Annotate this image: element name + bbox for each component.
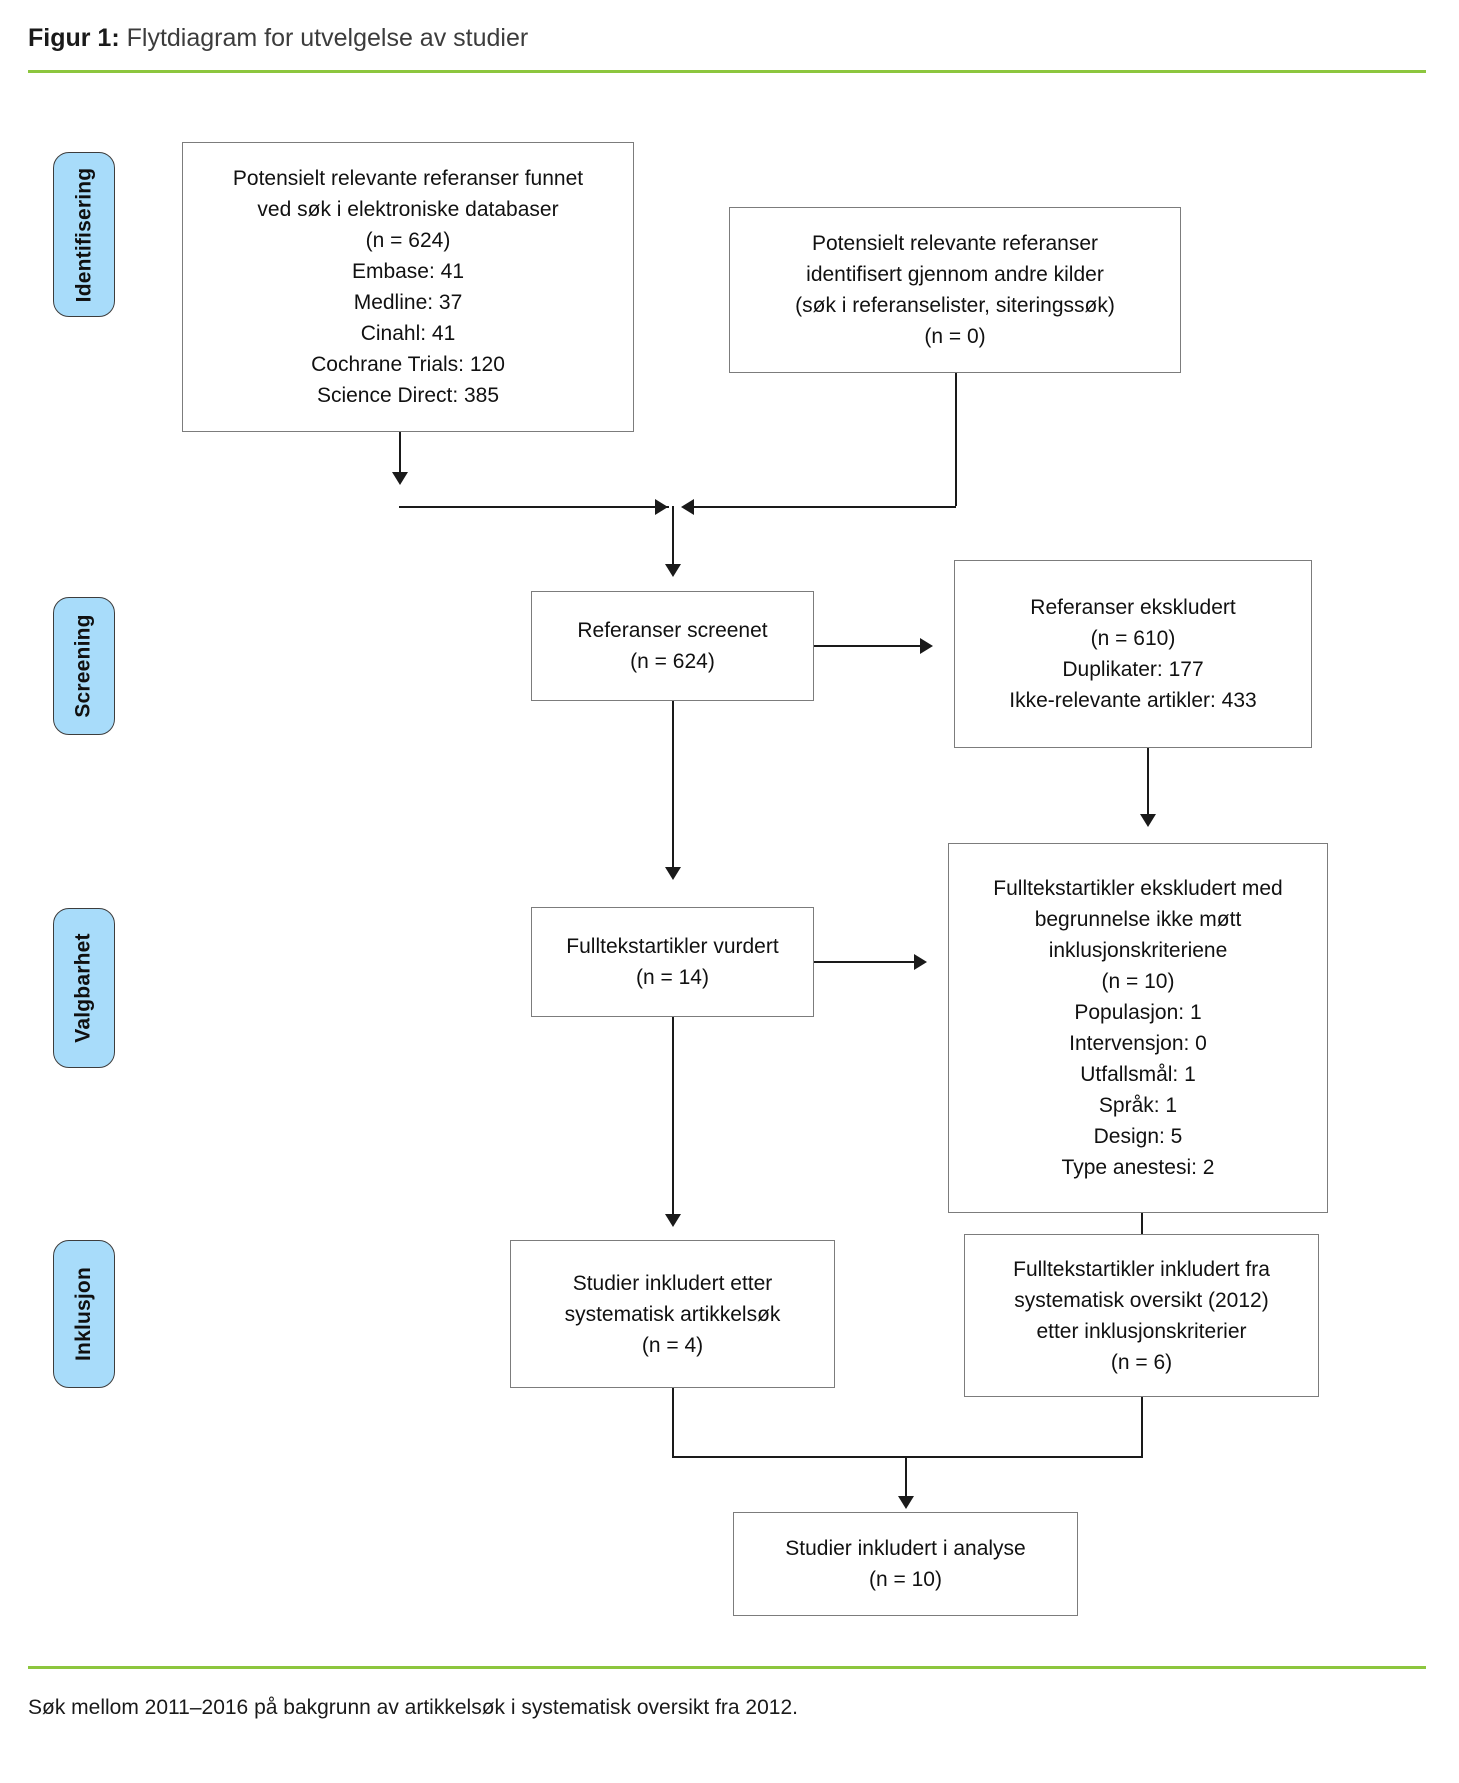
node-line: Fulltekstartikler vurdert [566, 935, 779, 958]
node-line: Fulltekstartikler ekskludert med [993, 877, 1283, 900]
arrowhead-junction-right [655, 499, 668, 515]
node-line: ved søk i elektroniske databaser [257, 198, 559, 221]
node-line: Populasjon: 1 [1074, 1001, 1202, 1024]
stage-label-text: Inklusjon [72, 1267, 96, 1361]
node-line: Science Direct: 385 [316, 384, 500, 407]
connector-excluded-to-fulltext-excluded [1147, 748, 1149, 816]
arrowhead-databases-down [392, 472, 408, 485]
node-line: Type anestesi: 2 [1061, 1156, 1215, 1179]
arrowhead-fulltext-to-included [665, 1214, 681, 1227]
node-line: Referanser ekskludert [1030, 596, 1236, 619]
arrowhead-fulltext-to-excluded [914, 954, 927, 970]
connector-screened-to-excluded [814, 645, 926, 647]
stage-label-text: Identifisering [72, 167, 95, 302]
node-line: Språk: 1 [1098, 1094, 1178, 1117]
node-line: Ikke-relevante artikler: 433 [1009, 689, 1257, 712]
arrowhead-screened-to-fulltext [665, 867, 681, 880]
node-line: Cochrane Trials: 120 [311, 353, 505, 376]
node-line: Cinahl: 41 [360, 322, 456, 345]
footer-divider [28, 1666, 1426, 1669]
node-excluded-references: Referanser ekskludert (n = 610) Duplikat… [954, 560, 1312, 748]
node-line: Studier inkludert etter [572, 1271, 773, 1295]
connector-to-screened [672, 506, 674, 566]
node-line: (n = 624) [365, 229, 451, 252]
page-title: Figur 1: Flytdiagram for utvelgelse av s… [28, 22, 528, 54]
node-line: (n = 4) [641, 1333, 704, 1357]
footer-note: Søk mellom 2011–2016 på bakgrunn av arti… [28, 1696, 798, 1719]
connector-other-sources-down [955, 373, 957, 506]
node-line: Studier inkludert i analyse [785, 1537, 1026, 1560]
node-fulltext-excluded: Fulltekstartikler ekskludert med begrunn… [948, 843, 1328, 1213]
stage-label-text: Valgbarhet [72, 933, 95, 1043]
connector-included-review-down [1141, 1397, 1143, 1456]
node-final-included: Studier inkludert i analyse (n = 10) [733, 1512, 1078, 1616]
node-line: (n = 610) [1090, 627, 1176, 650]
node-line: (søk i referanselister, siteringssøk) [795, 294, 1115, 317]
stage-label-identifisering: Identifisering [53, 152, 115, 317]
node-line: begrunnelse ikke møtt [1034, 908, 1242, 931]
node-line: (n = 14) [636, 966, 709, 989]
connector-merge-bar [672, 1456, 1143, 1458]
arrowhead-junction-left [681, 499, 694, 515]
connector-junction-left [399, 506, 669, 508]
node-line: Intervensjon: 0 [1069, 1032, 1207, 1055]
figure-caption: Flytdiagram for utvelgelse av studier [126, 24, 529, 52]
stage-label-text: Screening [72, 614, 95, 718]
connector-fulltext-to-excluded [814, 961, 920, 963]
node-line: systematisk artikkelsøk [564, 1302, 781, 1326]
node-other-sources: Potensielt relevante referanser identifi… [729, 207, 1181, 373]
arrowhead-screened-to-excluded [920, 638, 933, 654]
node-databases: Potensielt relevante referanser funnet v… [182, 142, 634, 432]
connector-fulltext-to-included [672, 1017, 674, 1216]
node-line: Potensielt relevante referanser [812, 232, 1098, 255]
connector-merge-to-final [905, 1456, 907, 1498]
connector-databases-down [399, 432, 401, 474]
header-divider [28, 70, 1426, 73]
stage-label-inklusjon: Inklusjon [53, 1240, 115, 1388]
stage-label-valgbarhet: Valgbarhet [53, 908, 115, 1068]
node-line: Fulltekstartikler inkludert fra [1013, 1257, 1270, 1281]
node-line: systematisk oversikt (2012) [1014, 1288, 1269, 1312]
node-line: inklusjonskriteriene [1048, 939, 1228, 962]
connector-fulltext-excluded-to-review [1141, 1213, 1143, 1234]
node-line: (n = 624) [630, 650, 715, 673]
node-line: (n = 10) [1101, 970, 1175, 993]
stage-label-screening: Screening [53, 597, 115, 735]
arrowhead-to-screened [665, 564, 681, 577]
node-included-after-search: Studier inkludert etter systematisk arti… [510, 1240, 835, 1388]
node-line: Utfallsmål: 1 [1080, 1063, 1196, 1086]
node-line: Medline: 37 [353, 291, 463, 314]
node-included-from-review: Fulltekstartikler inkludert fra systemat… [964, 1234, 1319, 1397]
node-line: (n = 6) [1110, 1350, 1173, 1374]
node-line: Design: 5 [1093, 1125, 1183, 1148]
node-line: Embase: 41 [351, 260, 465, 283]
node-line: (n = 10) [869, 1568, 942, 1591]
connector-included-search-down [672, 1388, 674, 1456]
node-line: identifisert gjennom andre kilder [806, 263, 1104, 286]
node-line: (n = 0) [924, 325, 986, 348]
arrowhead-merge-to-final [898, 1496, 914, 1509]
node-fulltext-assessed: Fulltekstartikler vurdert (n = 14) [531, 907, 814, 1017]
node-line: Potensielt relevante referanser funnet [232, 167, 584, 190]
node-line: etter inklusjonskriterier [1036, 1319, 1247, 1343]
node-line: Referanser screenet [577, 619, 768, 642]
connector-junction-right [688, 506, 956, 508]
node-screened: Referanser screenet (n = 624) [531, 591, 814, 701]
figure-label: Figur 1: [28, 24, 120, 52]
node-line: Duplikater: 177 [1062, 658, 1204, 681]
connector-screened-to-fulltext [672, 701, 674, 869]
arrowhead-excluded-to-fulltext-excluded [1140, 814, 1156, 827]
